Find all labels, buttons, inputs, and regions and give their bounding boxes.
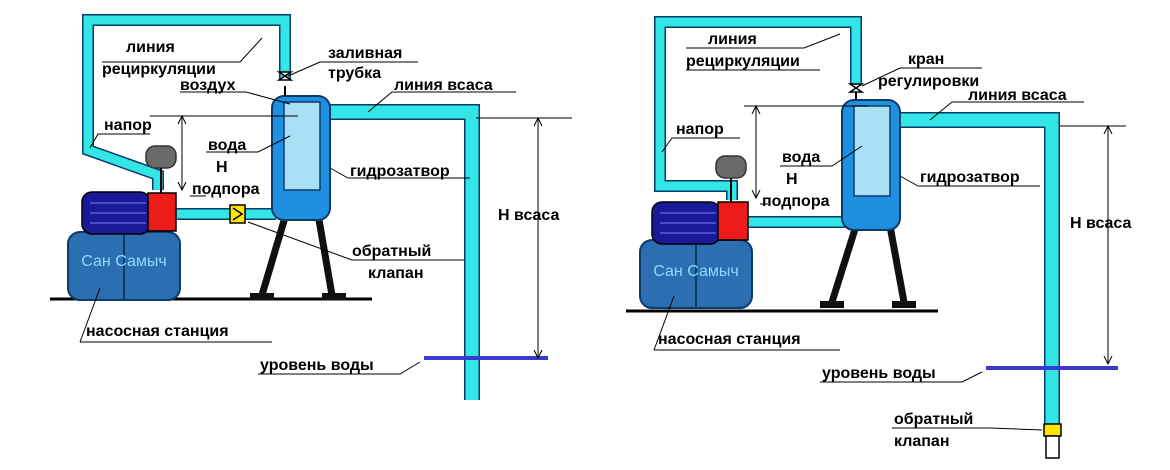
right-station-brand: Сан Самыч — [653, 263, 738, 280]
left-leg-foot — [250, 293, 274, 300]
right-water-level-label: уровень воды — [822, 365, 936, 382]
right-hydrolock-label: гидрозатвор — [920, 169, 1020, 186]
right-check-valve-strainer — [1045, 435, 1060, 459]
left-diagram: Сан Самыч — [50, 14, 572, 400]
right-check-valve-label: клапан — [894, 433, 950, 450]
left-water-level-label: уровень воды — [260, 357, 374, 374]
right-leg-foot — [820, 301, 844, 308]
right-water-label: вода — [782, 149, 820, 166]
right-recirculation-label: линия — [708, 31, 757, 48]
right-h-support-label: Н — [786, 171, 798, 188]
left-gauge-icon — [145, 145, 177, 169]
left-check-valve-icon — [229, 204, 246, 224]
left-h-suction-label: Н всаса — [498, 207, 560, 224]
right-suction-line-label: линия всаса — [968, 87, 1067, 104]
left-tank-leg — [258, 213, 290, 296]
right-tank-leg — [886, 225, 908, 303]
right-leg-foot — [892, 301, 916, 308]
left-water-label: вода — [208, 137, 246, 154]
left-suction-line-label: линия всаса — [394, 77, 493, 94]
left-tank-leg — [314, 213, 336, 296]
left-pump-station-label: насосная станция — [86, 323, 229, 340]
left-recirculation-label: рециркуляции — [102, 61, 216, 78]
left-h-support-label: Н — [216, 159, 228, 176]
left-air-label: воздух — [180, 77, 236, 94]
left-leg-foot — [322, 293, 346, 300]
left-tank-water — [283, 101, 321, 191]
right-tank-leg — [828, 224, 860, 304]
right-control-valve-icon — [847, 83, 865, 93]
left-recirculation-label: линия — [126, 39, 175, 56]
right-gauge-icon — [715, 155, 747, 179]
right-recirculation-label: рециркуляции — [686, 53, 800, 70]
left-fill-valve-icon — [276, 71, 294, 81]
right-check-valve-icon — [1043, 423, 1062, 437]
right-control-valve-label: регулировки — [878, 73, 979, 90]
right-control-valve-label: кран — [908, 51, 944, 68]
left-h-support-label: подпора — [192, 181, 260, 198]
left-fill-pipe-label: трубка — [328, 65, 381, 82]
right-pump-block — [717, 201, 749, 241]
right-check-valve-label: обратный — [894, 411, 973, 428]
right-tank-water — [853, 105, 891, 197]
left-fill-pipe-label: заливная — [328, 45, 402, 62]
left-pressure-label: напор — [104, 117, 152, 134]
right-h-suction-label: Н всаса — [1070, 215, 1132, 232]
right-h-support-label: подпора — [762, 193, 830, 210]
right-pump-station-label: насосная станция — [658, 331, 801, 348]
right-diagram: Сан Самыч — [626, 16, 1132, 459]
left-station-brand: Сан Самыч — [81, 253, 166, 270]
left-check-valve-label: обратный — [352, 243, 431, 260]
left-hydrolock-label: гидрозатвор — [350, 163, 450, 180]
left-check-valve-label: клапан — [368, 265, 424, 282]
right-pressure-label: напор — [676, 121, 724, 138]
left-pump-block — [147, 192, 177, 232]
